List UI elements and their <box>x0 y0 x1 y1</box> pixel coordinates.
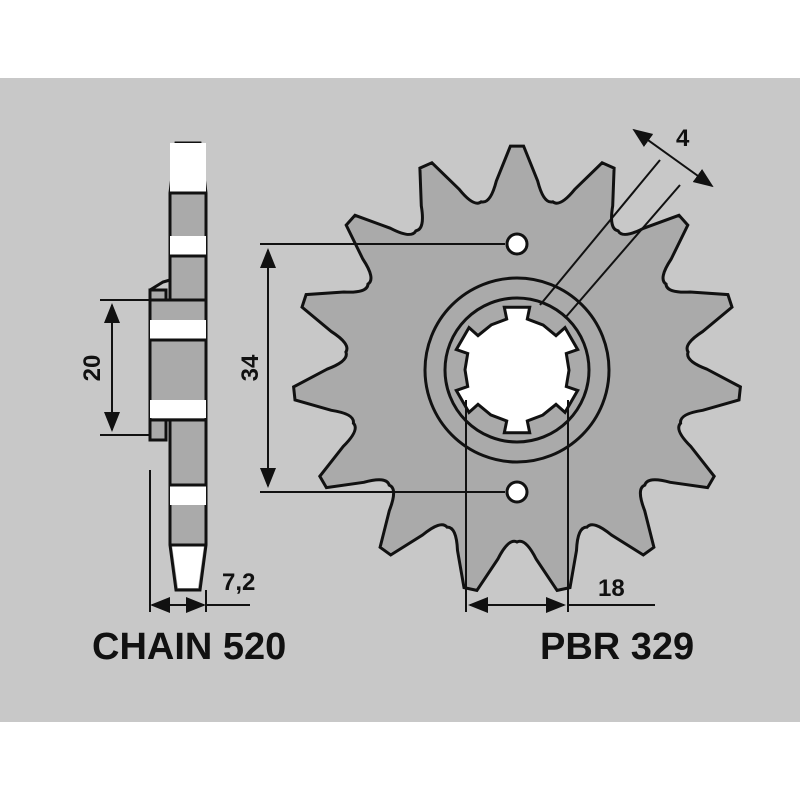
dim-spline: 18 <box>598 575 625 602</box>
dim-thickness: 7,2 <box>222 569 255 596</box>
dim-hub-width: 20 <box>79 355 106 382</box>
dim-bolt-spacing: 34 <box>237 354 264 381</box>
side-view <box>148 141 208 592</box>
dim-tooth-width: 4 <box>676 125 690 152</box>
part-number-label: PBR 329 <box>540 626 695 668</box>
side-dimensions <box>100 299 250 613</box>
chain-label: CHAIN 520 <box>92 626 287 668</box>
front-dimensions <box>260 128 714 613</box>
hub <box>423 232 611 504</box>
